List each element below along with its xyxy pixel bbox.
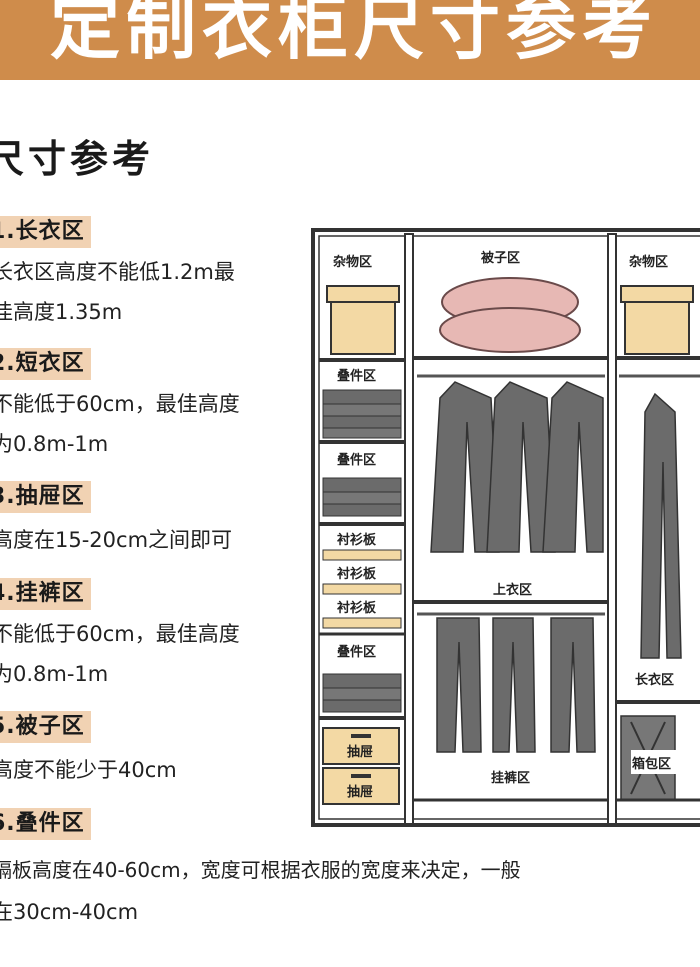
item-desc-line: 长衣区高度不能低1.2m最 bbox=[0, 260, 235, 284]
label-quilt: 被子区 bbox=[480, 250, 520, 266]
label-shirt-2: 衬衫板 bbox=[337, 566, 377, 582]
wardrobe-diagram: 杂物区 叠件区 叠件区 衬衫板 衬衫板 衬衫板 叠件区 抽屉 抽屉 bbox=[305, 222, 700, 832]
item-desc-line: 为0.8m-1m bbox=[0, 662, 109, 686]
label-fold-1: 叠件区 bbox=[337, 368, 376, 384]
label-trousers: 挂裤区 bbox=[491, 770, 530, 786]
divider-left bbox=[404, 233, 414, 825]
item-desc-line: 高度在15-20cm之间即可 bbox=[0, 528, 233, 552]
shirt-board bbox=[322, 549, 402, 561]
folded-clothes-icon bbox=[322, 673, 402, 713]
box-icon bbox=[620, 285, 694, 355]
folded-clothes-icon bbox=[322, 477, 402, 517]
label-luggage: 箱包区 bbox=[632, 756, 671, 772]
shirt-board bbox=[322, 617, 402, 629]
wardrobe-svg: 杂物区 叠件区 叠件区 衬衫板 衬衫板 衬衫板 叠件区 抽屉 抽屉 bbox=[311, 228, 700, 827]
coat-icon bbox=[430, 381, 604, 553]
label-sundries-left: 杂物区 bbox=[333, 254, 372, 270]
item-desc-line: 高度不能少于40cm bbox=[0, 758, 177, 782]
box-icon bbox=[326, 285, 400, 355]
item-desc-line: 不能低于60cm，最佳高度 bbox=[0, 392, 240, 416]
label-long-coat: 长衣区 bbox=[635, 672, 674, 688]
label-sundries-right: 杂物区 bbox=[629, 254, 668, 270]
drawer: 抽屉 bbox=[322, 727, 400, 765]
header-banner: 定制衣柜尺寸参考 bbox=[0, 0, 700, 80]
long-coat-icon bbox=[640, 392, 682, 659]
item-desc-line: 佳高度1.35m bbox=[0, 300, 123, 324]
item-tag-drawer: 3.抽屉区 bbox=[0, 481, 91, 513]
trousers-icon bbox=[436, 617, 596, 753]
item-tag-short-coat: 2.短衣区 bbox=[0, 348, 91, 380]
item-desc-line: 隔板高度在40-60cm，宽度可根据衣服的宽度来决定，一般 bbox=[0, 858, 521, 882]
item-desc-line: 在30cm-40cm bbox=[0, 900, 139, 924]
quilt-icon bbox=[439, 277, 581, 353]
label-drawer-2: 抽屉 bbox=[347, 784, 373, 800]
label-fold-2: 叠件区 bbox=[337, 452, 376, 468]
item-tag-trousers: 4.挂裤区 bbox=[0, 578, 91, 610]
label-shirt-1: 衬衫板 bbox=[337, 532, 377, 548]
label-fold-3: 叠件区 bbox=[337, 644, 376, 660]
item-tag-quilt: 5.被子区 bbox=[0, 711, 91, 743]
item-desc-line: 为0.8m-1m bbox=[0, 432, 109, 456]
label-short-coat: 上衣区 bbox=[493, 582, 532, 598]
section-heading: 尺寸参考 bbox=[0, 137, 155, 181]
folded-clothes-icon bbox=[322, 389, 402, 439]
page-title: 定制衣柜尺寸参考 bbox=[50, 0, 658, 69]
divider-right bbox=[607, 233, 617, 825]
label-shirt-3: 衬衫板 bbox=[337, 600, 377, 616]
item-tag-folded: 6.叠件区 bbox=[0, 808, 91, 840]
drawer: 抽屉 bbox=[322, 767, 400, 805]
label-drawer-1: 抽屉 bbox=[347, 744, 373, 760]
item-tag-long-coat: 1.长衣区 bbox=[0, 216, 91, 248]
item-desc-line: 不能低于60cm，最佳高度 bbox=[0, 622, 240, 646]
shirt-board bbox=[322, 583, 402, 595]
